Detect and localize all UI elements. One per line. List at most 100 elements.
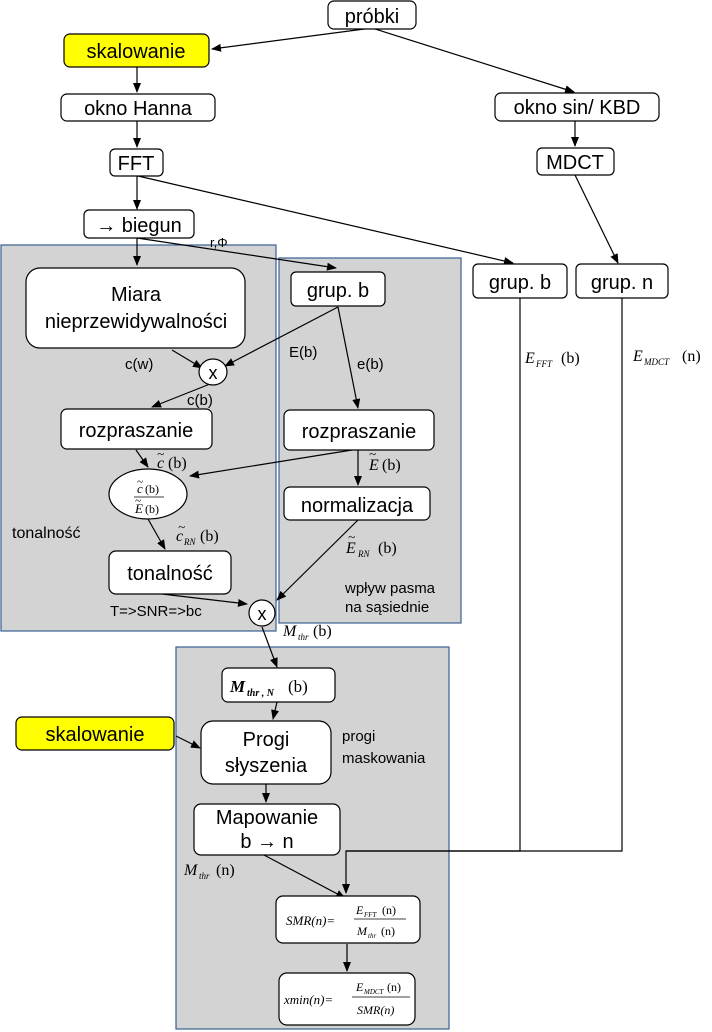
svg-text:thr: thr	[298, 632, 309, 642]
svg-text:RN: RN	[357, 549, 370, 559]
normalization-node: normalizacja	[283, 486, 431, 521]
sin-kbd-window-node: okno sin/ KBD	[494, 92, 660, 122]
cb-label: c(b)	[187, 392, 213, 409]
hann-window-label: okno Hanna	[84, 98, 193, 120]
smr-numerator: E FFT (n)	[355, 903, 396, 919]
ratio-numerator: ~ c (b)	[137, 476, 159, 496]
E-fft-label: E FFT (b)	[524, 350, 580, 369]
mthrn-arg: (b)	[288, 677, 308, 696]
hearing-threshold-label-1: Progi	[243, 729, 290, 751]
svg-text:RN: RN	[183, 537, 196, 547]
tonality-region-label: tonalność	[12, 525, 81, 542]
svg-text:(b): (b)	[168, 455, 187, 472]
xmin-num-arg: (n)	[387, 980, 401, 994]
svg-text:~: ~	[348, 529, 355, 544]
fft-node: FFT	[109, 148, 164, 177]
normalized-threshold-node: M thr , N (b)	[221, 667, 336, 703]
ratio-num-tilde: ~	[137, 476, 143, 488]
E-tilde-label: ~ E (b)	[368, 446, 401, 474]
ratio-num-c: c	[137, 481, 143, 496]
smr-den-arg: (n)	[381, 924, 395, 938]
normalization-label: normalizacja	[301, 495, 414, 517]
scaling-node-top: skalowanie	[63, 33, 210, 68]
multiplier-node-2: x	[248, 599, 276, 627]
smr-denominator: M thr (n)	[356, 924, 395, 940]
polar-conversion-label: → biegun	[96, 215, 182, 237]
svg-text:(n): (n)	[682, 348, 701, 365]
Eb-label: E(b)	[289, 344, 317, 361]
svg-text:M: M	[282, 623, 298, 640]
smr-num-arg: (n)	[382, 903, 396, 917]
cw-label: c(w)	[125, 356, 153, 373]
neighbor-influence-label-1: wpływ pasma	[344, 580, 436, 597]
tsnr-label: T=>SNR=>bc	[110, 603, 202, 620]
mdct-node: MDCT	[536, 147, 615, 176]
neighbor-influence-label-2: na sąsiednie	[345, 599, 429, 616]
smr-node: SMR(n)= E FFT (n) M thr (n)	[275, 895, 421, 944]
xmin-node: xmin(n)= E MDCT (n) SMR(n)	[278, 972, 416, 1026]
mapping-label-2: b → n	[240, 831, 293, 853]
ratio-den-arg: (b)	[145, 502, 159, 516]
M-thr-b-label: M thr (b)	[282, 623, 332, 642]
svg-text:(b): (b)	[561, 350, 580, 367]
svg-text:thr: thr	[199, 871, 210, 881]
svg-text:~: ~	[369, 446, 376, 461]
tonality-node: tonalność	[108, 550, 232, 595]
spreading-right-node: rozpraszanie	[283, 409, 435, 451]
svg-text:E: E	[524, 350, 535, 367]
svg-text:(b): (b)	[313, 623, 332, 640]
M-thr-n-label: M thr (n)	[183, 862, 235, 881]
svg-text:FFT: FFT	[535, 359, 553, 369]
svg-text:E: E	[632, 348, 643, 365]
svg-text:(b): (b)	[200, 528, 219, 545]
sin-kbd-window-label: okno sin/ KBD	[514, 97, 641, 119]
E-mdct-label: E MDCT (n)	[632, 348, 701, 367]
probki-node: próbki	[327, 0, 417, 30]
tonality-node-label: tonalność	[127, 563, 213, 585]
spreading-left-label: rozpraszanie	[79, 420, 194, 442]
fft-label: FFT	[118, 153, 155, 175]
svg-text:c: c	[157, 455, 164, 472]
unpredictability-node: Miara nieprzewidywalności	[25, 267, 246, 349]
r-phi-label: r,Φ	[210, 235, 228, 250]
hearing-threshold-label-2: słyszenia	[225, 755, 308, 777]
svg-text:(b): (b)	[382, 457, 401, 474]
svg-text:(b): (b)	[378, 540, 397, 557]
polar-conversion-node: → biegun	[83, 209, 195, 239]
xmin-lhs: xmin(n)=	[283, 992, 333, 1007]
smr-lhs: SMR(n)=	[286, 913, 335, 928]
probki-label: próbki	[345, 6, 399, 28]
xmin-num-E: E	[355, 980, 364, 994]
E-rn-label: ~ E RN (b)	[345, 529, 397, 559]
mapping-label-1: Mapowanie	[216, 807, 318, 829]
scaling-bottom-label: skalowanie	[46, 724, 145, 746]
unpredictability-label-1: Miara	[111, 284, 162, 306]
svg-text:~: ~	[178, 519, 185, 534]
svg-text:M: M	[183, 862, 199, 879]
svg-text:E: E	[368, 457, 379, 474]
masking-threshold-label-1: progi	[342, 728, 375, 745]
masking-threshold-label-2: maskowania	[342, 750, 426, 767]
hearing-threshold-node: Progi słyszenia	[200, 720, 332, 785]
mdct-label: MDCT	[546, 152, 604, 174]
multiplier-node-1: x	[198, 358, 228, 386]
eb-label: e(b)	[357, 356, 384, 373]
mthrn-M: M	[229, 677, 246, 696]
svg-text:c: c	[176, 528, 183, 545]
unpredictability-label-2: nieprzewidywalności	[45, 311, 227, 333]
svg-text:MDCT: MDCT	[643, 357, 670, 367]
band-grouping-mdct-label: grup. n	[591, 272, 653, 294]
c-rn-label: ~ c RN (b)	[176, 519, 219, 547]
multiplier-1-label: x	[209, 363, 218, 383]
connections	[133, 27, 623, 972]
xmin-num-sub: MDCT	[363, 988, 385, 996]
c-tilde-label: ~ c (b)	[157, 446, 187, 472]
svg-text:~: ~	[157, 446, 164, 461]
svg-text:E: E	[345, 540, 356, 557]
band-grouping-fft-node: grup. b	[472, 263, 568, 299]
svg-text:(n): (n)	[216, 862, 235, 879]
smr-num-E: E	[355, 903, 364, 917]
band-grouping-inner-label: grup. b	[307, 280, 369, 302]
smr-num-sub: FFT	[363, 911, 378, 919]
